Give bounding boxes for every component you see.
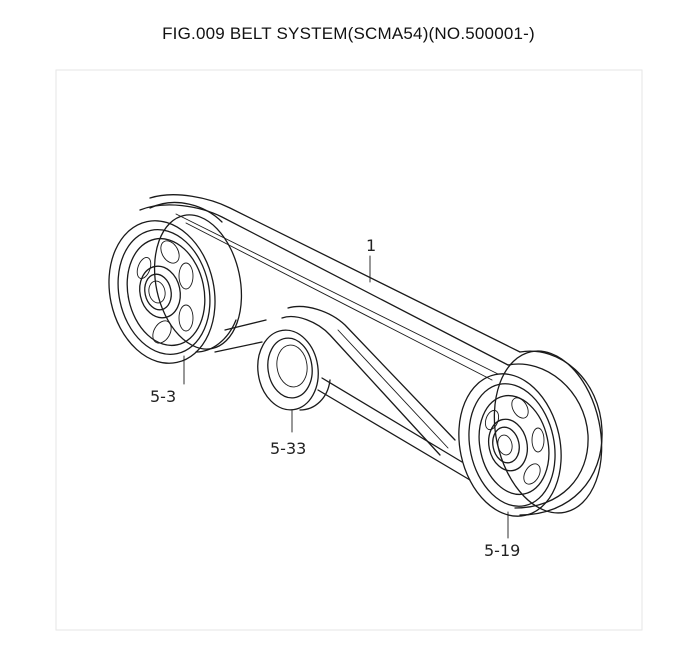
figure-title: FIG.009 BELT SYSTEM(SCMA54)(NO.500001-) xyxy=(162,24,535,43)
callout-left-pulley: 5-3 xyxy=(150,387,176,406)
belt xyxy=(139,194,603,516)
idler-pulley xyxy=(257,329,331,433)
callout-idler-pulley: 5-33 xyxy=(270,439,306,458)
right-pulley xyxy=(458,350,603,539)
left-pulley xyxy=(108,201,243,385)
callout-belt: 1 xyxy=(366,236,376,255)
page-border xyxy=(55,69,643,631)
callout-right-pulley: 5-19 xyxy=(484,541,520,560)
